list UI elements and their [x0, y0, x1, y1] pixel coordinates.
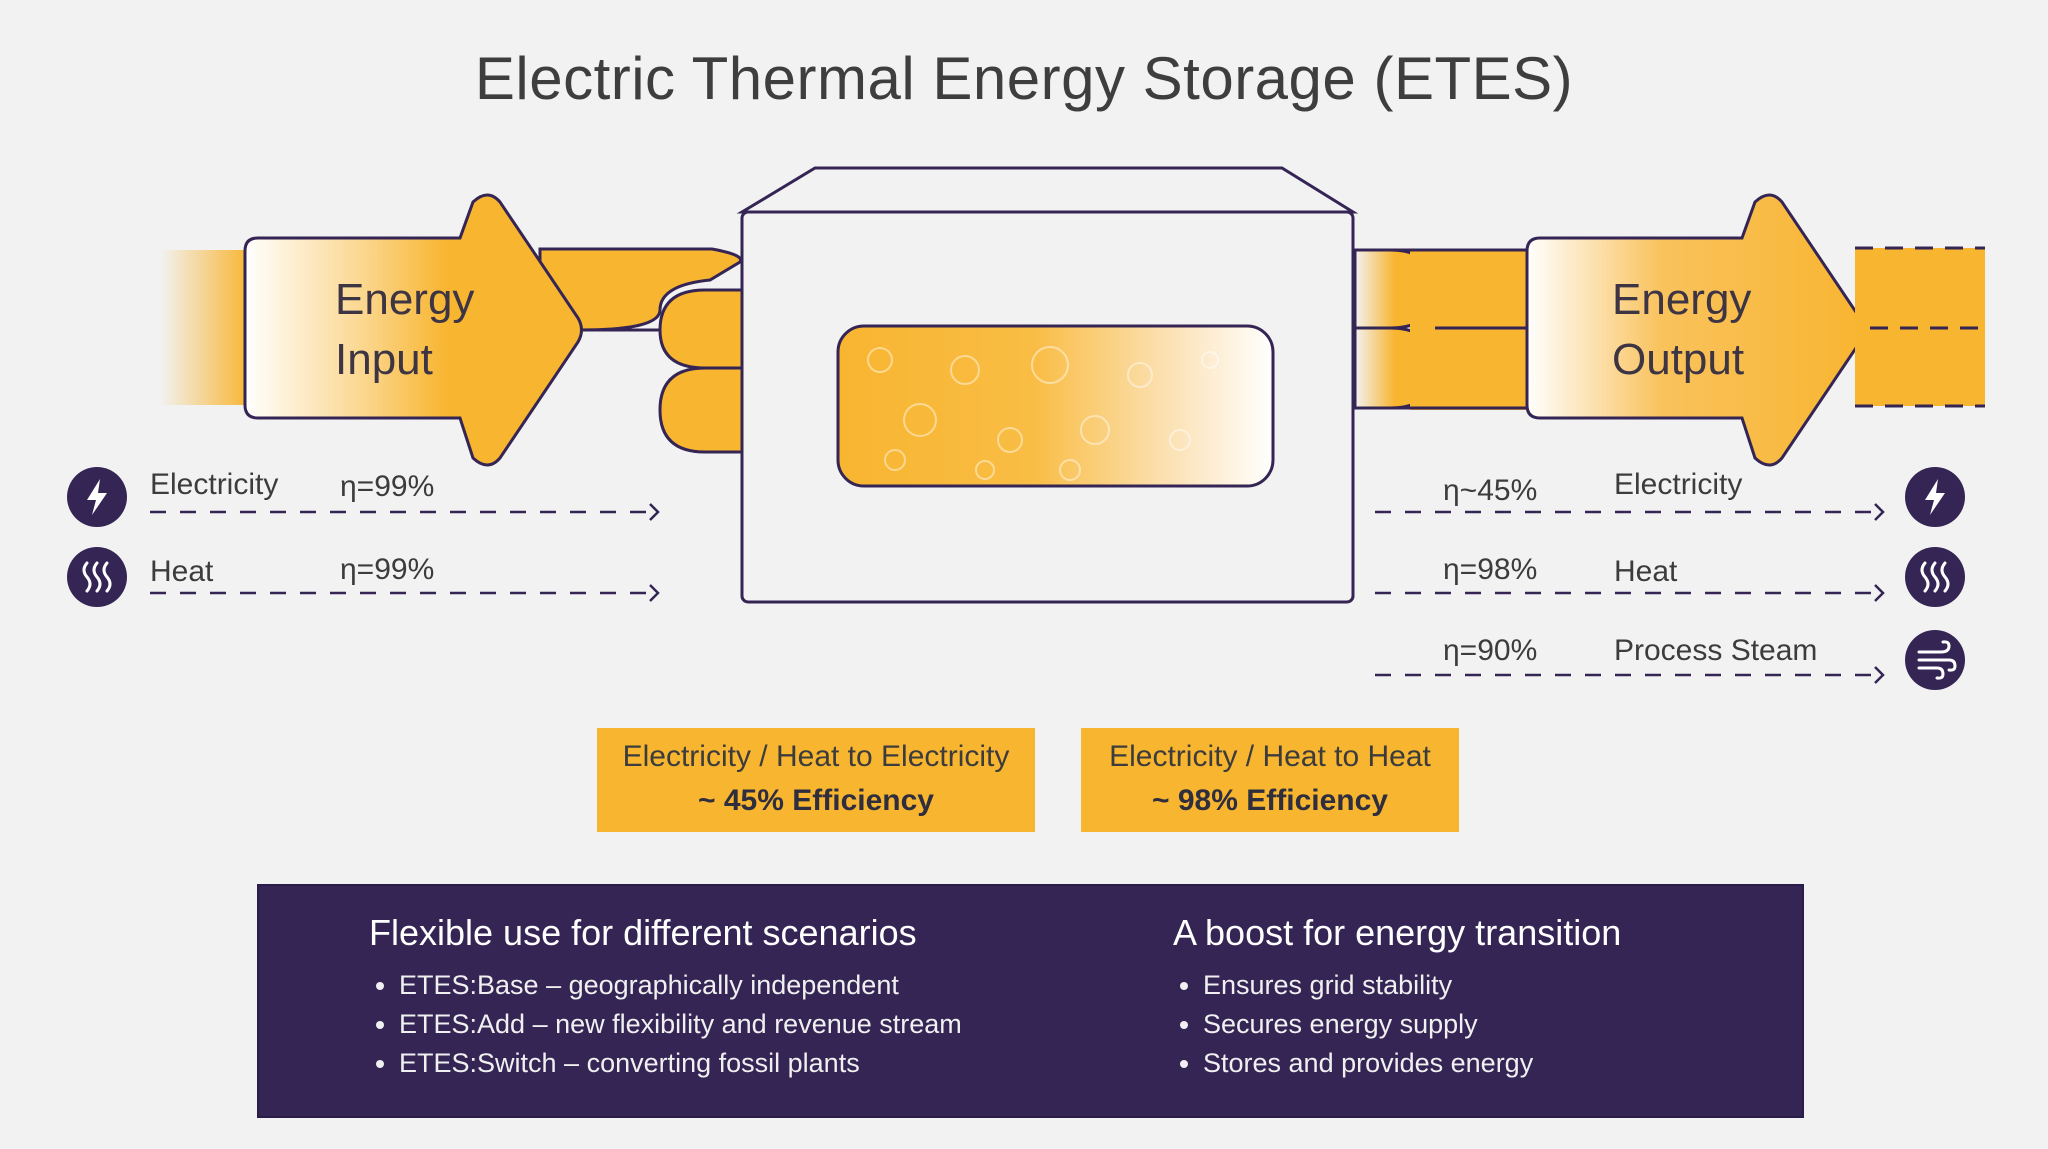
- input-electricity-efficiency: η=99%: [340, 470, 435, 503]
- input-stream-tube-top: [658, 288, 744, 370]
- output-stream-edges: [1355, 248, 1535, 410]
- output-stream-band: [1410, 250, 1535, 410]
- output-exhaust-dashes: [1855, 246, 1985, 408]
- input-arrow: [243, 193, 583, 467]
- list-item: ETES:Add – new flexibility and revenue s…: [399, 1005, 962, 1044]
- input-arrow-label-line1: Energy: [335, 275, 475, 324]
- input-electricity-label: Electricity: [150, 468, 279, 501]
- storage-rock-pattern: [867, 346, 1219, 481]
- output-heat-label: Heat: [1614, 555, 1678, 588]
- input-stream-fade: [160, 250, 250, 405]
- input-flow-lines: [150, 503, 660, 602]
- info-right-title: A boost for energy transition: [1173, 912, 1622, 953]
- efficiency-box-heat-title: Electricity / Heat to Heat: [1109, 740, 1431, 773]
- list-item: Stores and provides energy: [1203, 1044, 1621, 1083]
- efficiency-box-heat-value: ~ 98% Efficiency: [1152, 784, 1388, 817]
- output-arrow: [1525, 193, 1865, 467]
- output-electricity-label: Electricity: [1614, 468, 1743, 501]
- input-stream-tube-bottom: [658, 366, 744, 454]
- output-arrow-label-line2: Output: [1612, 335, 1745, 384]
- info-right-column: A boost for energy transition Ensures gr…: [1173, 912, 1621, 1083]
- info-panel: Flexible use for different scenarios ETE…: [257, 884, 1804, 1118]
- list-item: Secures energy supply: [1203, 1005, 1621, 1044]
- output-arrow-label-line1: Energy: [1612, 275, 1752, 324]
- efficiency-box-heat: Electricity / Heat to Heat ~ 98% Efficie…: [1081, 728, 1459, 832]
- efficiency-box-electricity-title: Electricity / Heat to Electricity: [622, 740, 1010, 773]
- input-stream-upper: [538, 247, 743, 332]
- heat-waves-icon: [1905, 547, 1965, 607]
- diagram-title: Electric Thermal Energy Storage (ETES): [474, 45, 1574, 112]
- info-right-list: Ensures grid stability Secures energy su…: [1173, 966, 1621, 1083]
- output-heat-efficiency: η=98%: [1443, 553, 1538, 586]
- input-heat-label: Heat: [150, 555, 214, 588]
- input-arrow-label: Energy Input: [335, 270, 474, 390]
- info-left-list: ETES:Base – geographically independent E…: [369, 966, 962, 1083]
- list-item: ETES:Switch – converting fossil plants: [399, 1044, 962, 1083]
- storage-box-top: [736, 166, 1359, 214]
- output-flow-lines: [1375, 503, 1885, 684]
- list-item: ETES:Base – geographically independent: [399, 966, 962, 1005]
- input-heat-efficiency: η=99%: [340, 553, 435, 586]
- output-steam-efficiency: η=90%: [1443, 634, 1538, 667]
- lightning-icon: [1905, 467, 1965, 527]
- info-left-title: Flexible use for different scenarios: [369, 912, 917, 953]
- output-electricity-efficiency: η~45%: [1443, 474, 1538, 507]
- efficiency-box-electricity: Electricity / Heat to Electricity ~ 45% …: [597, 728, 1035, 832]
- heat-waves-icon: [67, 547, 127, 607]
- input-arrow-label-line2: Input: [335, 335, 433, 384]
- info-left-column: Flexible use for different scenarios ETE…: [369, 912, 962, 1083]
- efficiency-box-electricity-value: ~ 45% Efficiency: [698, 784, 934, 817]
- output-arrow-label: Energy Output: [1612, 270, 1751, 390]
- thermal-storage-core: [836, 324, 1275, 488]
- lightning-icon: [67, 467, 127, 527]
- steam-wind-icon: [1905, 630, 1965, 690]
- output-steam-label: Process Steam: [1614, 634, 1818, 667]
- list-item: Ensures grid stability: [1203, 966, 1621, 1005]
